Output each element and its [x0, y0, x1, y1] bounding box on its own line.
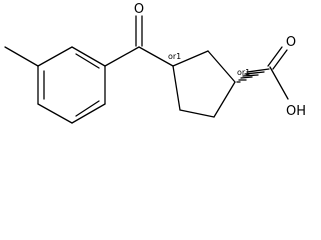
- hydroxyl-label: OH: [286, 104, 306, 119]
- benzene-ring: [37, 46, 106, 124]
- carbonyl-oxygen-label: O: [134, 2, 144, 17]
- carboxyl-double-bond: [272, 49, 288, 70]
- ring-bond: [172, 50, 209, 67]
- carboxyl-single-bond: [269, 66, 289, 100]
- stereo-label-c3: or1: [168, 52, 181, 61]
- ring-bond: [207, 50, 236, 83]
- carboxyl-double-bond: [267, 46, 283, 67]
- carboxyl-oxygen-label: O: [286, 35, 296, 50]
- chemical-structure: O or1 or1 O OH: [4, 2, 306, 124]
- ring-bond: [71, 46, 106, 67]
- ring-bond: [37, 103, 73, 124]
- aryl-carbonyl-bond: [104, 46, 140, 67]
- ring-bond: [37, 46, 73, 67]
- ring-bond: [179, 109, 215, 118]
- aromatic-double-bond: [75, 53, 100, 69]
- methyl-bond: [4, 46, 39, 67]
- cyclopentane-ring: [172, 50, 236, 118]
- ring-bond: [172, 65, 181, 111]
- hashed-wedge-bond: [236, 68, 270, 83]
- ring-bond: [71, 103, 106, 124]
- carbonyl-ring-bond: [138, 46, 174, 67]
- aromatic-double-bond: [75, 100, 100, 117]
- ring-bond: [213, 81, 236, 118]
- stereo-label-c1: or1: [237, 68, 250, 77]
